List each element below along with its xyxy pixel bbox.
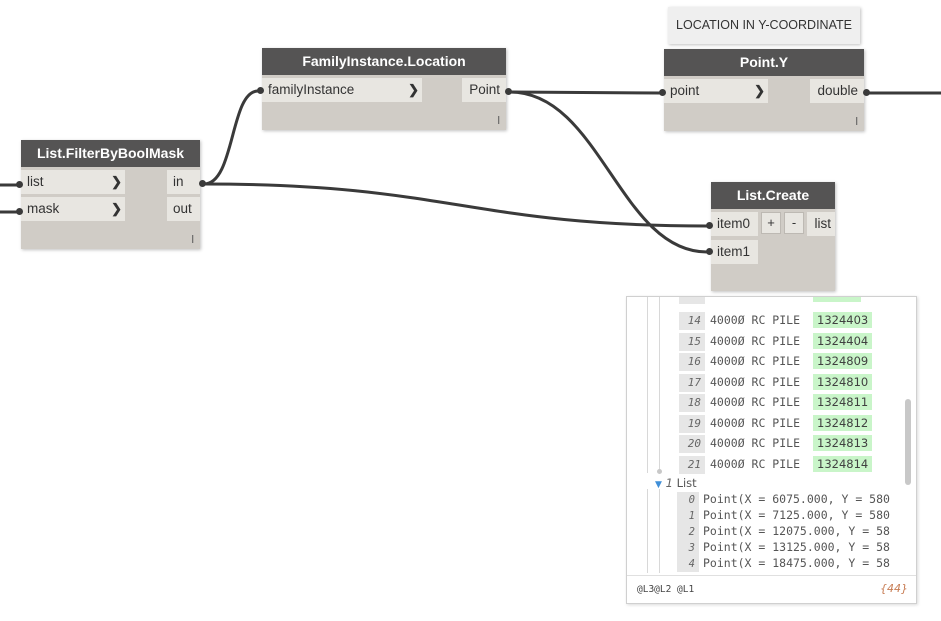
list-levels: @L3@L2 @L1 [637, 584, 695, 595]
list-item-clipped [679, 297, 862, 304]
input-port-list[interactable]: list ❯ [21, 170, 125, 194]
expand-triangle-icon[interactable]: ▼ [655, 480, 662, 490]
port-dot [505, 88, 512, 95]
node-title: FamilyInstance.Location [262, 48, 506, 75]
port-dot [706, 248, 713, 255]
remove-input-button[interactable]: - [784, 212, 804, 234]
output-port-list[interactable]: list [807, 212, 835, 236]
input-port-item1[interactable]: item1 [711, 240, 758, 264]
input-port-point[interactable]: point ❯ [664, 79, 768, 103]
lacing-indicator[interactable]: l [191, 234, 194, 246]
node-title: List.FilterByBoolMask [21, 140, 200, 167]
lacing-indicator[interactable]: l [497, 115, 500, 127]
preview-footer: @L3@L2 @L1 {44} [627, 575, 916, 603]
node-familyinstance-location[interactable]: FamilyInstance.Location familyInstance ❯… [262, 48, 506, 130]
port-dot [863, 89, 870, 96]
tree-node-dot [657, 469, 662, 474]
wire-point-to-item1[interactable] [509, 90, 708, 254]
chevron-right-icon: ❯ [111, 201, 122, 216]
output-port-double[interactable]: double [810, 79, 864, 103]
tree-guide [647, 297, 648, 473]
output-port-out[interactable]: out [167, 197, 200, 221]
node-filter-by-bool-mask[interactable]: List.FilterByBoolMask list ❯ mask ❯ in o… [21, 140, 200, 249]
add-input-button[interactable]: + [761, 212, 781, 234]
input-port-item0[interactable]: item0 [711, 212, 758, 236]
port-dot [257, 87, 264, 94]
tree-guide [659, 297, 660, 473]
vertical-scrollbar[interactable] [905, 399, 911, 485]
wire-in-to-item0[interactable] [203, 182, 708, 228]
input-port-mask[interactable]: mask ❯ [21, 197, 125, 221]
node-title: List.Create [711, 182, 835, 209]
chevron-right-icon: ❯ [111, 174, 122, 189]
port-dot [659, 89, 666, 96]
output-port-in[interactable]: in [167, 170, 200, 194]
port-dot [706, 222, 713, 229]
note-text: LOCATION IN Y-COORDINATE [676, 18, 852, 32]
lacing-indicator[interactable]: l [855, 116, 858, 128]
wire-in-to-familyinstance[interactable] [203, 89, 259, 186]
input-port-familyinstance[interactable]: familyInstance ❯ [262, 78, 422, 102]
chevron-right-icon: ❯ [754, 83, 765, 98]
sublist-header[interactable]: ▼ 1 List [655, 476, 697, 490]
output-port-point[interactable]: Point [462, 78, 506, 102]
item-count: {44} [880, 582, 908, 595]
node-title: Point.Y [664, 49, 864, 76]
node-list-create[interactable]: List.Create item0 item1 + - list [711, 182, 835, 291]
wire-point-to-pointy[interactable] [509, 90, 661, 95]
tree-guide [659, 489, 660, 573]
chevron-right-icon: ❯ [408, 82, 419, 97]
location-note[interactable]: LOCATION IN Y-COORDINATE [668, 7, 860, 44]
port-dot [199, 180, 206, 187]
port-dot [16, 208, 23, 215]
node-point-y[interactable]: Point.Y point ❯ double l [664, 49, 864, 131]
tree-guide [647, 489, 648, 573]
port-dot [16, 181, 23, 188]
